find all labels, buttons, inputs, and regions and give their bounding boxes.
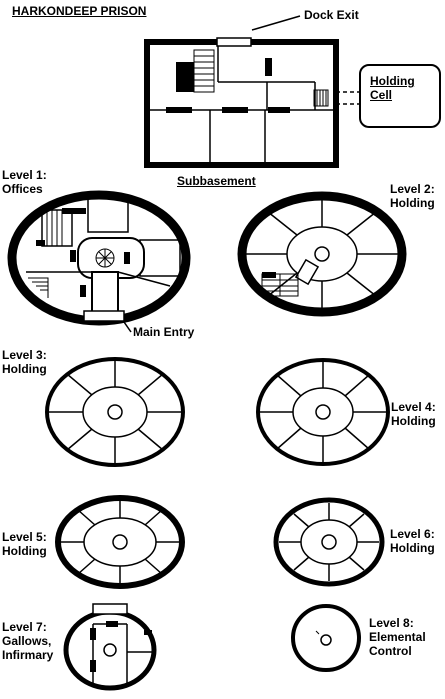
dock-exit-label: Dock Exit (304, 8, 359, 22)
holding-cell-label: Holding Cell (370, 74, 415, 102)
level-1-stairs-icon (28, 277, 49, 298)
level-3-plan (45, 357, 185, 467)
level-7-label: Level 7: Gallows, Infirmary (2, 620, 54, 662)
level-4-label: Level 4: Holding (391, 400, 436, 428)
subbasement-label: Subbasement (177, 174, 256, 188)
level-8-plan (291, 604, 361, 672)
map-title: HARKONDEEP PRISON (12, 4, 147, 18)
level-2-plan (237, 191, 407, 317)
level-7-plan (63, 603, 157, 691)
level-5-plan (55, 495, 185, 589)
level-8-label: Level 8: Elemental Control (369, 616, 426, 658)
main-entry-label: Main Entry (133, 325, 195, 339)
level-2-label: Level 2: Holding (390, 182, 435, 210)
level-2-stairs-icon (261, 273, 299, 297)
subbasement-stairs-icon (193, 49, 215, 93)
level-6-label: Level 6: Holding (390, 527, 435, 555)
level-1-label: Level 1: Offices (2, 168, 47, 196)
subbasement-plan (144, 15, 441, 168)
level-5-label: Level 5: Holding (2, 530, 47, 558)
level-3-label: Level 3: Holding (2, 348, 47, 376)
level-6-plan (273, 497, 385, 587)
cell-bars-icon (313, 89, 329, 107)
spiral-stair-icon (95, 248, 115, 268)
level-1-plan (7, 190, 191, 333)
level-4-plan (256, 358, 390, 466)
